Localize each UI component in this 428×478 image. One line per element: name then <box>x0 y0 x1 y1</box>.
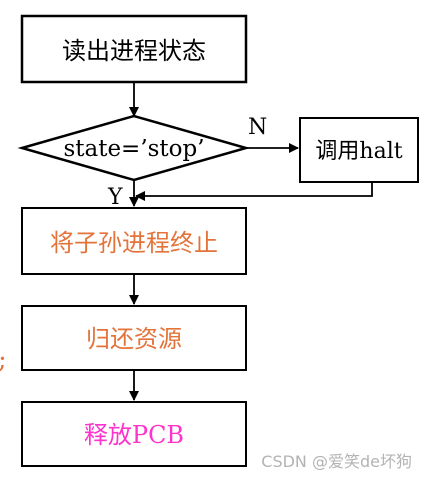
return-resources-box <box>21 305 247 371</box>
partial-glyph: ; <box>0 345 7 375</box>
watermark: CSDN @爱笑de坏狗 <box>261 452 412 471</box>
yes-label: Y <box>107 185 123 210</box>
terminate-children-box <box>21 207 247 275</box>
release-pcb-label: 释放PCB <box>84 421 184 449</box>
terminate-children-label: 将子孙进程终止 <box>50 229 218 257</box>
release-pcb-box <box>21 401 247 467</box>
read-state-box <box>20 14 248 84</box>
return-resources-label: 归还资源 <box>86 325 182 353</box>
read-state-label: 读出进程状态 <box>62 37 206 65</box>
decision-label: state=’stop’ <box>63 136 204 162</box>
call-halt-label: 调用halt <box>315 139 402 164</box>
no-label: N <box>248 115 267 140</box>
call-halt-box <box>299 117 419 183</box>
halt-return-line <box>135 182 373 201</box>
